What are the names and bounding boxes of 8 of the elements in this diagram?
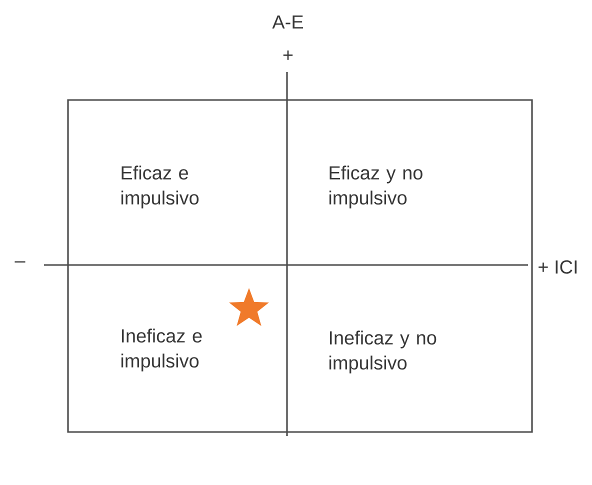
- quadrant-label: Eficaz y no impulsivo: [329, 166, 422, 208]
- axis-label: + ICI: [538, 260, 577, 274]
- axis-label: A-E: [272, 15, 304, 29]
- quadrant-label: Eficaz e impulsivo: [121, 166, 199, 208]
- quadrant-label: Ineficaz y no impulsivo: [329, 330, 436, 374]
- minus-sign: –: [14, 261, 26, 263]
- plus-sign: +: [283, 50, 293, 60]
- quadrant-label: Ineficaz e impulsivo: [121, 328, 202, 372]
